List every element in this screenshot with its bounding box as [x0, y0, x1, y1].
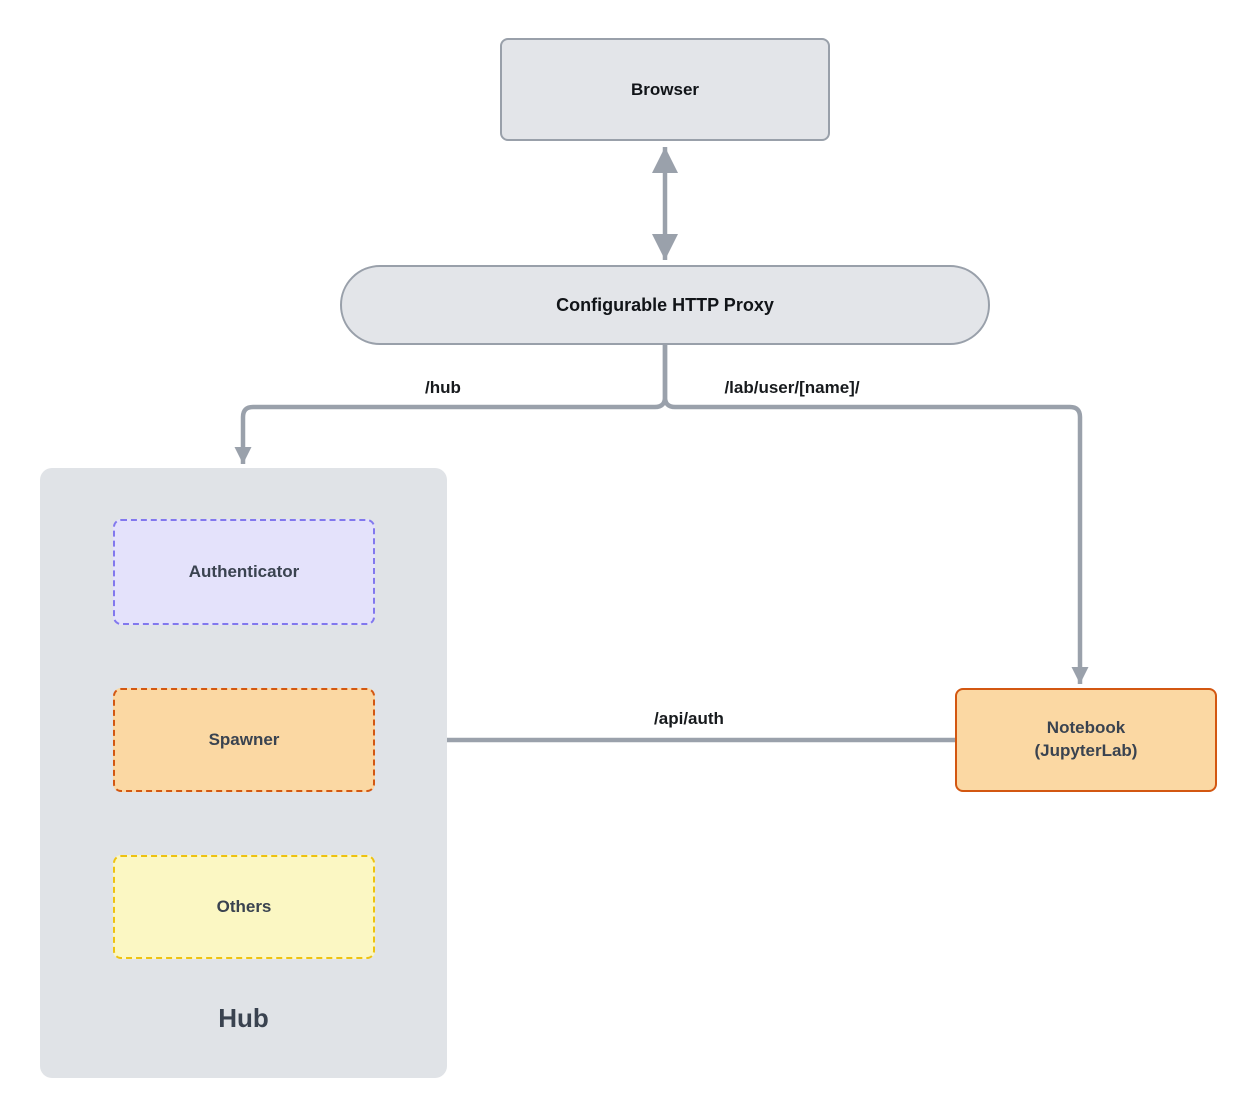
- notebook-node: Notebook (JupyterLab): [955, 688, 1217, 792]
- others-node: Others: [113, 855, 375, 959]
- lab-path-label: /lab/user/[name]/: [724, 378, 860, 397]
- proxy-node: Configurable HTTP Proxy: [340, 265, 990, 345]
- hub-title: Hub: [218, 1003, 269, 1033]
- hub-path-label: /hub: [425, 378, 461, 397]
- browser-node: Browser: [500, 38, 830, 141]
- browser-label: Browser: [630, 79, 700, 99]
- notebook-label-line1: Notebook: [1046, 718, 1126, 738]
- notebook-label: Notebook (JupyterLab): [1035, 717, 1138, 763]
- proxy-label: Configurable HTTP Proxy: [556, 294, 774, 315]
- authenticator-node: Authenticator: [113, 519, 375, 625]
- api-auth-label: /api/auth: [654, 709, 724, 728]
- edge-proxy-hub: [234, 345, 668, 464]
- spawner-label: Spawner: [208, 730, 280, 749]
- others-label: Others: [216, 897, 272, 916]
- edge-proxy-notebook: [662, 345, 1089, 684]
- notebook-label-line2: (JupyterLab): [1034, 741, 1138, 760]
- hub-container: Authenticator Spawner Others Hub: [40, 468, 447, 1078]
- spawner-node: Spawner: [113, 688, 375, 792]
- authenticator-label: Authenticator: [188, 562, 300, 581]
